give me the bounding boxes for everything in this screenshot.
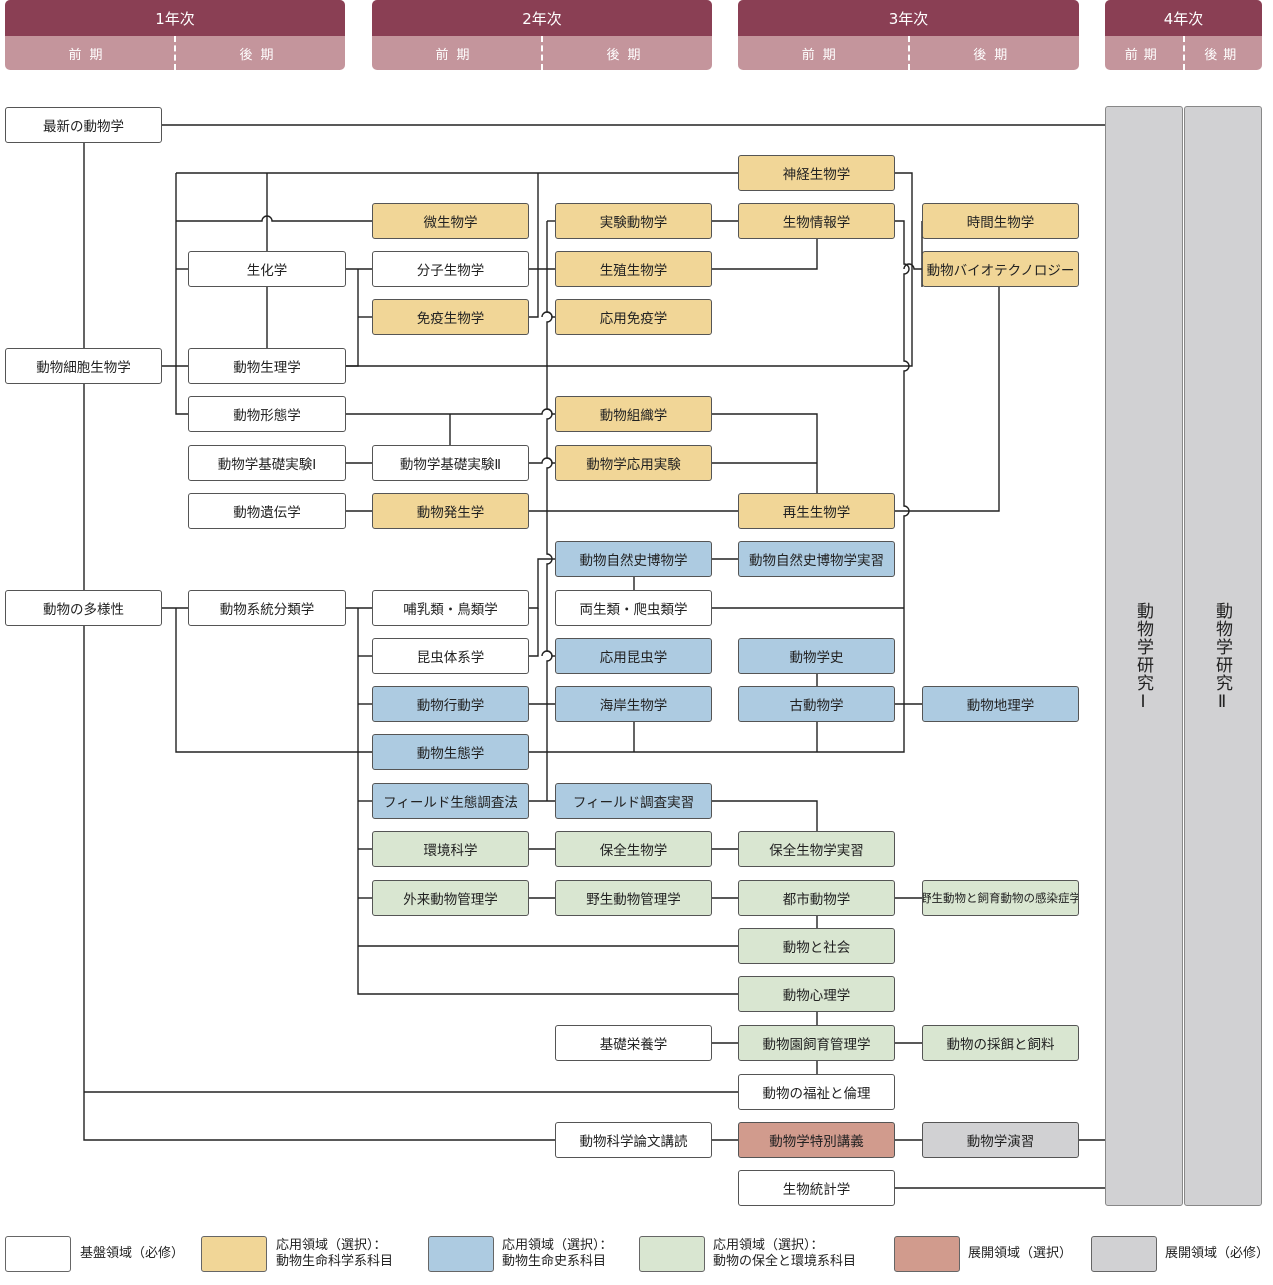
course-basic-nutrition: 基礎栄養学 — [555, 1025, 712, 1061]
research-label: 動物学研究Ⅰ — [1133, 602, 1153, 713]
course-microbiology: 微生物学 — [372, 203, 529, 239]
year-header-3: 3年次 前期 後期 — [738, 0, 1079, 70]
course-animal-diversity: 動物の多様性 — [5, 590, 162, 626]
legend-swatch-development-elective — [894, 1236, 960, 1272]
course-paper-reading: 動物科学論文講読 — [555, 1122, 712, 1158]
course-chronobiology: 時間生物学 — [922, 203, 1079, 239]
first-half-label: 前期 — [68, 47, 111, 63]
year-header-1: 1年次 前期 後期 — [5, 0, 345, 70]
course-mammals-birds: 哺乳類・鳥類学 — [372, 590, 529, 626]
legend-label: 基盤領域（必修） — [80, 1246, 185, 1261]
course-neurobiology: 神経生物学 — [738, 155, 895, 191]
course-lab-animal-science: 実験動物学 — [555, 203, 712, 239]
first-half-label: 前期 — [801, 47, 844, 63]
course-animals-and-society: 動物と社会 — [738, 928, 895, 964]
legend-swatch-life-science — [201, 1236, 267, 1272]
legend-label: 展開領域（選択） — [968, 1246, 1073, 1261]
course-amphibians-reptiles: 両生類・爬虫類学 — [555, 590, 712, 626]
legend-swatch-development-required — [1091, 1236, 1157, 1272]
course-basic-lab-1: 動物学基礎実験Ⅰ — [188, 445, 346, 481]
legend-swatch-conservation — [639, 1236, 705, 1272]
course-conservation-biology: 保全生物学 — [555, 831, 712, 867]
course-invasive-species: 外来動物管理学 — [372, 880, 529, 916]
course-animal-biotechnology: 動物バイオテクノロジー — [922, 251, 1079, 287]
legend-label: 応用領域（選択）：動物の保全と環境系科目 — [713, 1238, 857, 1269]
course-zoonoses: 野生動物と飼育動物の感染症学 — [922, 880, 1079, 916]
course-regenerative-biology: 再生生物学 — [738, 493, 895, 529]
first-half-label: 前期 — [435, 47, 478, 63]
course-welfare-ethics: 動物の福祉と倫理 — [738, 1074, 895, 1110]
course-animal-psychology: 動物心理学 — [738, 976, 895, 1012]
legend-swatch-foundation — [5, 1236, 71, 1272]
year-header-4: 4年次 前期 後期 — [1105, 0, 1262, 70]
course-zoo-husbandry: 動物園飼育管理学 — [738, 1025, 895, 1061]
course-field-survey-practice: フィールド調査実習 — [555, 783, 712, 819]
legend-label: 応用領域（選択）：動物生命科学系科目 — [276, 1238, 394, 1269]
course-insect-systematics: 昆虫体系学 — [372, 638, 529, 674]
course-paleozoology: 古動物学 — [738, 686, 895, 722]
year-label: 1年次 — [5, 0, 345, 36]
course-molecular-biology: 分子生物学 — [372, 251, 529, 287]
course-biochemistry: 生化学 — [188, 251, 346, 287]
course-animal-histology: 動物組織学 — [555, 396, 712, 432]
legend-swatch-life-history — [428, 1236, 494, 1272]
course-history-of-zoology: 動物学史 — [738, 638, 895, 674]
year-label: 4年次 — [1105, 0, 1262, 36]
second-half-label: 後期 — [1182, 36, 1263, 70]
course-zoogeography: 動物地理学 — [922, 686, 1079, 722]
course-wildlife-management: 野生動物管理学 — [555, 880, 712, 916]
course-natural-history: 動物自然史博物学 — [555, 541, 712, 577]
course-ethology: 動物行動学 — [372, 686, 529, 722]
course-field-ecology-methods: フィールド生態調査法 — [372, 783, 529, 819]
course-animal-morphology: 動物形態学 — [188, 396, 346, 432]
course-applied-entomology: 応用昆虫学 — [555, 638, 712, 674]
research-1: 動物学研究Ⅰ — [1105, 106, 1183, 1206]
research-2: 動物学研究Ⅱ — [1184, 106, 1262, 1206]
course-applied-immunology: 応用免疫学 — [555, 299, 712, 335]
course-applied-lab: 動物学応用実験 — [555, 445, 712, 481]
course-conservation-practice: 保全生物学実習 — [738, 831, 895, 867]
course-developmental-biology: 動物発生学 — [372, 493, 529, 529]
year-header-2: 2年次 前期 後期 — [372, 0, 712, 70]
course-systematics: 動物系統分類学 — [188, 590, 346, 626]
course-basic-lab-2: 動物学基礎実験Ⅱ — [372, 445, 529, 481]
course-special-lecture: 動物学特別講義 — [738, 1122, 895, 1158]
course-animal-ecology: 動物生態学 — [372, 734, 529, 770]
legend-label: 展開領域（必修） — [1165, 1246, 1270, 1261]
year-label: 3年次 — [738, 0, 1079, 36]
course-feeding-and-feed: 動物の採餌と飼料 — [922, 1025, 1079, 1061]
year-label: 2年次 — [372, 0, 712, 36]
second-half-label: 後期 — [174, 36, 345, 70]
course-biostatistics: 生物統計学 — [738, 1170, 895, 1206]
course-animal-physiology: 動物生理学 — [188, 348, 346, 384]
first-half-label: 前期 — [1124, 47, 1163, 63]
course-urban-zoology: 都市動物学 — [738, 880, 895, 916]
second-half-label: 後期 — [907, 36, 1080, 70]
course-animal-genetics: 動物遺伝学 — [188, 493, 346, 529]
course-seminar: 動物学演習 — [922, 1122, 1079, 1158]
course-animal-cell-biology: 動物細胞生物学 — [5, 348, 162, 384]
course-bioinformatics: 生物情報学 — [738, 203, 895, 239]
course-reproductive-biology: 生殖生物学 — [555, 251, 712, 287]
course-immunobiology: 免疫生物学 — [372, 299, 529, 335]
second-half-label: 後期 — [541, 36, 712, 70]
research-label: 動物学研究Ⅱ — [1212, 602, 1232, 713]
course-environmental-science: 環境科学 — [372, 831, 529, 867]
course-latest-zoology: 最新の動物学 — [5, 107, 162, 143]
course-natural-history-practice: 動物自然史博物学実習 — [738, 541, 895, 577]
legend-label: 応用領域（選択）：動物生命史系科目 — [502, 1238, 613, 1269]
course-coastal-biology: 海岸生物学 — [555, 686, 712, 722]
